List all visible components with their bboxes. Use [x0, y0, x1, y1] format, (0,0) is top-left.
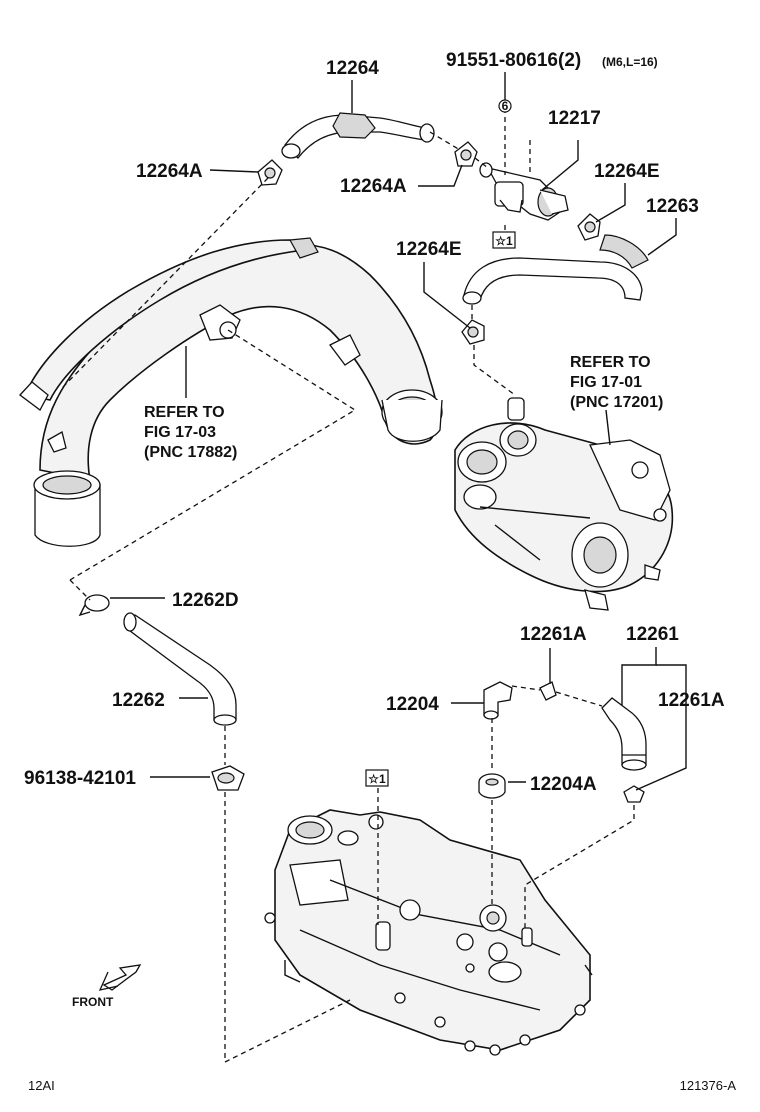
star-marker-bottom-text: ☆1: [368, 772, 386, 786]
clip-12261A-top: [539, 681, 557, 701]
label-12264A-left: 12264A: [136, 161, 203, 182]
circled-marker-6: 6: [498, 99, 512, 113]
intake-duct: [19, 237, 443, 547]
grommet-12204A: [478, 773, 506, 799]
valve-12217: [479, 162, 569, 221]
connector-12204: [483, 681, 513, 720]
clip-12261A-right: [623, 785, 645, 803]
turbocharger: [454, 397, 674, 611]
hose-12261: [601, 697, 647, 771]
clamp-96138-42101: [211, 765, 245, 791]
label-12204: 12204: [386, 694, 439, 715]
label-12217: 12217: [548, 108, 601, 129]
hose-12262: [123, 612, 237, 726]
refer-17-03-line1: REFER TO: [144, 404, 225, 421]
clip-12262D: [78, 594, 110, 617]
label-12264A-mid: 12264A: [340, 176, 407, 197]
star-marker-top-text: ☆1: [495, 234, 513, 248]
front-label: FRONT: [72, 995, 114, 1009]
label-12261A-right: 12261A: [658, 690, 725, 711]
label-91551-spec: (M6,L=16): [602, 55, 658, 69]
hose-12263: [462, 234, 649, 305]
label-12261: 12261: [626, 624, 679, 645]
refer-note-17-03: REFER TO FIG 17-03 (PNC 17882): [144, 404, 237, 461]
label-91551-80616: 91551-80616(2): [446, 50, 581, 71]
refer-17-01-line3: (PNC 17201): [570, 394, 663, 411]
circled-marker-text: 6: [502, 99, 509, 113]
label-12264: 12264: [326, 58, 379, 79]
refer-17-01-line1: REFER TO: [570, 354, 651, 371]
part-labels: 12264 91551-80616(2) (M6,L=16) 12217 122…: [24, 50, 725, 795]
refer-17-01-line2: FIG 17-01: [570, 374, 642, 391]
connection-lines: [59, 108, 635, 1064]
front-arrow-icon: [98, 964, 142, 991]
engine-block: [264, 809, 593, 1056]
refer-17-03-line2: FIG 17-03: [144, 424, 216, 441]
corner-code-right: 121376-A: [680, 1078, 737, 1093]
refer-17-03-line3: (PNC 17882): [144, 444, 237, 461]
clamp-12264E-top: [577, 213, 601, 241]
label-12262: 12262: [112, 690, 165, 711]
label-12262D: 12262D: [172, 590, 239, 611]
label-12264E-top: 12264E: [594, 161, 660, 182]
label-12263: 12263: [646, 196, 699, 217]
label-12261A-top: 12261A: [520, 624, 587, 645]
label-12264E-mid: 12264E: [396, 239, 462, 260]
star-marker-bottom: ☆1: [365, 769, 389, 787]
clamp-12264A-mid: [454, 141, 478, 167]
corner-code-left: 12AI: [28, 1078, 55, 1093]
refer-note-17-01: REFER TO FIG 17-01 (PNC 17201): [570, 354, 663, 411]
clamp-12264A-left: [257, 159, 283, 186]
label-12204A: 12204A: [530, 774, 597, 795]
label-96138-42101: 96138-42101: [24, 768, 136, 789]
leader-lines: [110, 72, 687, 791]
hose-12264: [281, 112, 435, 159]
star-marker-top: ☆1: [492, 231, 516, 249]
